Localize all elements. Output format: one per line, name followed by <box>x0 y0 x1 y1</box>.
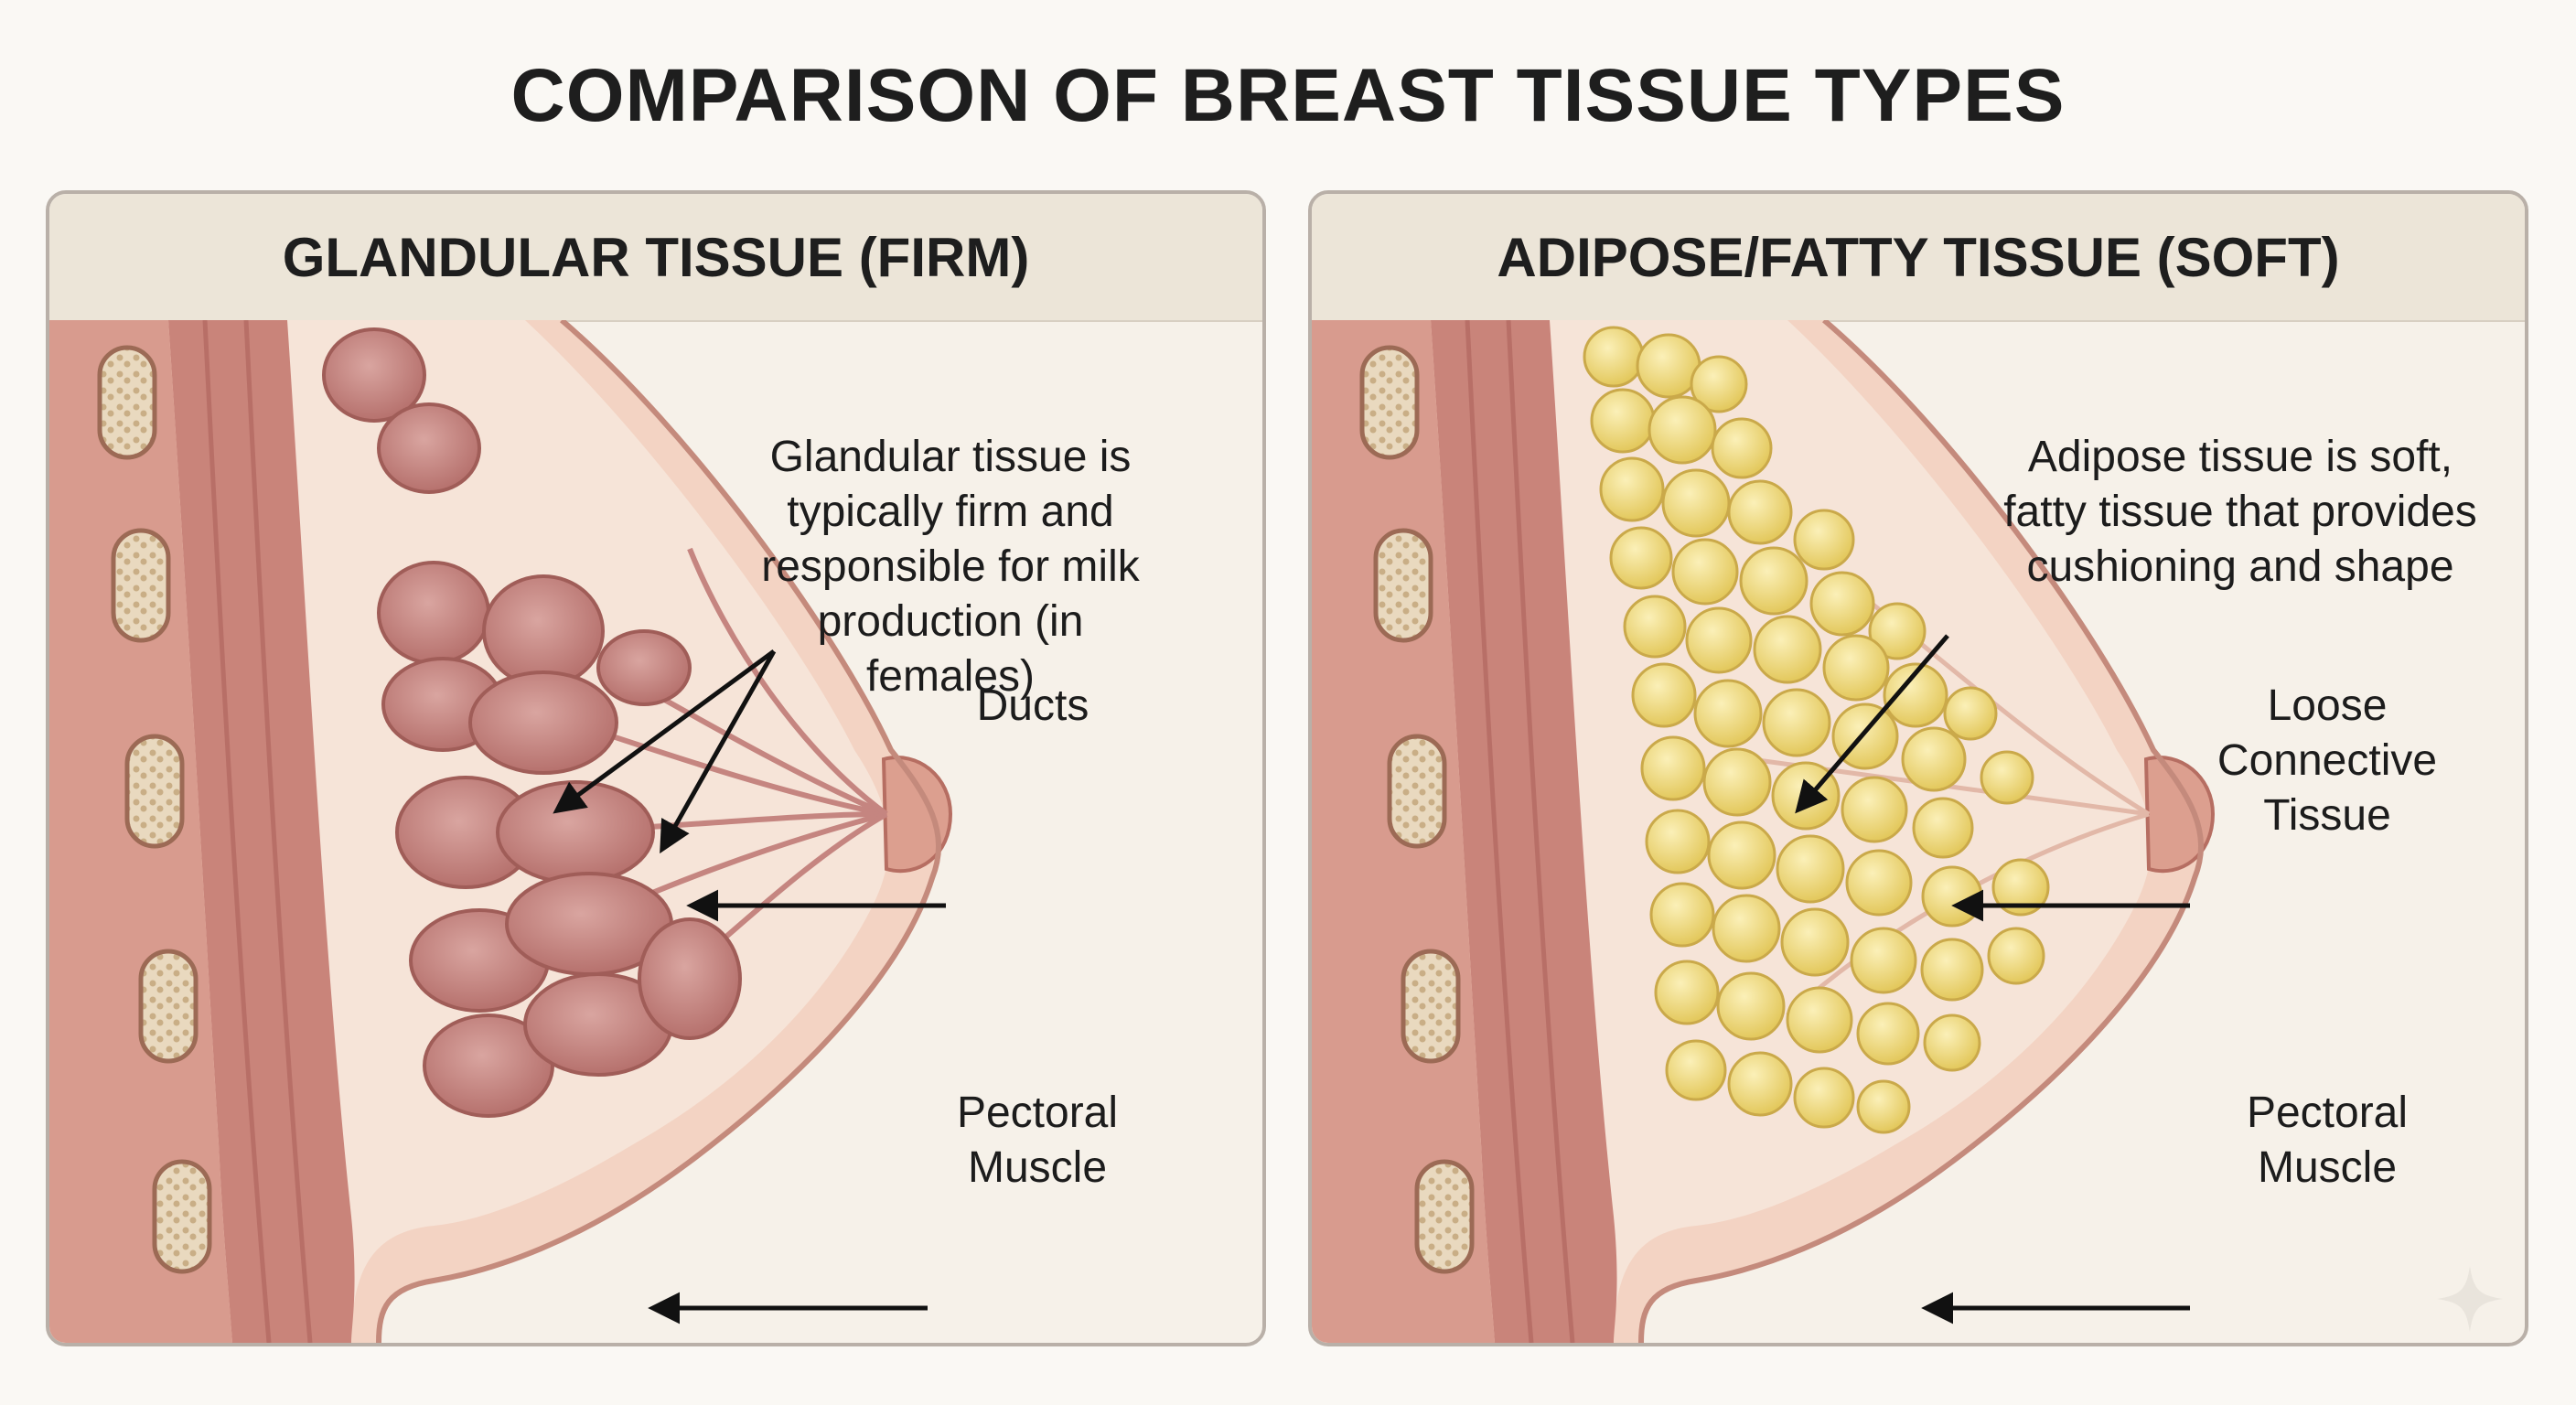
arrow-glandular-1 <box>553 649 776 814</box>
arrow-adipose <box>1795 634 1949 814</box>
rib-4 <box>138 949 199 1064</box>
adipose-illustration <box>1312 320 2216 1343</box>
glandular-lobes <box>322 327 742 1118</box>
rib-1 <box>97 345 157 460</box>
main-title: COMPARISON OF BREAST TISSUE TYPES <box>510 54 2066 137</box>
rib-5 <box>152 1159 212 1274</box>
ducts-label: Ducts <box>976 681 1089 730</box>
rib-3 <box>124 734 185 849</box>
glandular-description-label: Glandular tissue is typically firm and r… <box>761 433 1140 701</box>
glandular-illustration <box>49 320 953 1343</box>
sparkle-icon <box>2437 1266 2503 1332</box>
breast-outline <box>1638 320 2205 1343</box>
connective-tissue-label: Loose Connective Tissue <box>2216 681 2438 840</box>
rib-3 <box>1387 734 1447 849</box>
muscle-striation <box>1465 320 1575 1343</box>
glandular-panel: GLANDULAR TISSUE (FIRM) <box>46 190 1266 1346</box>
rib-2 <box>111 528 171 643</box>
adipose-muscle-label: Pectoral Muscle <box>2246 1089 2409 1192</box>
rib-4 <box>1401 949 1461 1064</box>
nipple <box>2143 756 2216 874</box>
pectoral-muscle <box>1431 320 1617 1343</box>
adipose-description-label: Adipose tissue is soft, fatty tissue tha… <box>2003 433 2477 591</box>
adipose-panel-heading: ADIPOSE/FATTY TISSUE (SOFT) <box>1312 194 2525 322</box>
rib-5 <box>1414 1159 1475 1274</box>
glandular-muscle-label: Pectoral Muscle <box>956 1089 1119 1192</box>
nipple <box>881 756 953 874</box>
glandular-panel-heading: GLANDULAR TISSUE (FIRM) <box>49 194 1262 322</box>
pectoral-muscle <box>168 320 355 1343</box>
muscle-striation <box>202 320 313 1343</box>
rib-1 <box>1359 345 1420 460</box>
arrow-glandular-2 <box>660 649 777 854</box>
breast-outline <box>376 320 942 1343</box>
adipose-panel: ADIPOSE/FATTY TISSUE (SOFT) <box>1308 190 2528 1346</box>
rib-2 <box>1373 528 1433 643</box>
fat-lobules <box>1583 326 2050 1134</box>
